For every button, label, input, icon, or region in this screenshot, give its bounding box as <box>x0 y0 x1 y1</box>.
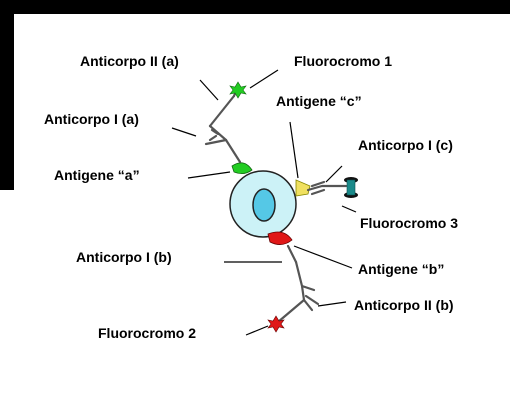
label-fluorocromo-1: Fluorocromo 1 <box>294 53 392 69</box>
cell-nucleus <box>253 189 275 221</box>
antibody-i-a <box>206 126 240 162</box>
fluorochrome-1 <box>230 82 246 98</box>
label-fluorocromo-3: Fluorocromo 3 <box>360 215 458 231</box>
fluorochrome-3 <box>344 177 358 198</box>
antigen-c <box>296 180 310 196</box>
label-anticorpo-ii-b: Anticorpo II (b) <box>354 297 454 313</box>
label-anticorpo-i-b: Anticorpo I (b) <box>76 249 172 265</box>
antibody-i-b <box>288 246 314 300</box>
label-anticorpo-ii-a: Anticorpo II (a) <box>80 53 179 69</box>
label-antigene-a: Antigene “a” <box>54 167 140 183</box>
label-fluorocromo-2: Fluorocromo 2 <box>98 325 196 341</box>
label-anticorpo-i-c: Anticorpo I (c) <box>358 137 453 153</box>
label-antigene-b: Antigene “b” <box>358 261 444 277</box>
antibody-i-c <box>308 182 346 194</box>
antigen-b <box>268 232 292 245</box>
antigen-a <box>232 163 252 174</box>
antibody-ii-b <box>278 296 318 322</box>
label-anticorpo-i-a: Anticorpo I (a) <box>44 111 139 127</box>
label-antigene-c: Antigene “c” <box>276 93 362 109</box>
